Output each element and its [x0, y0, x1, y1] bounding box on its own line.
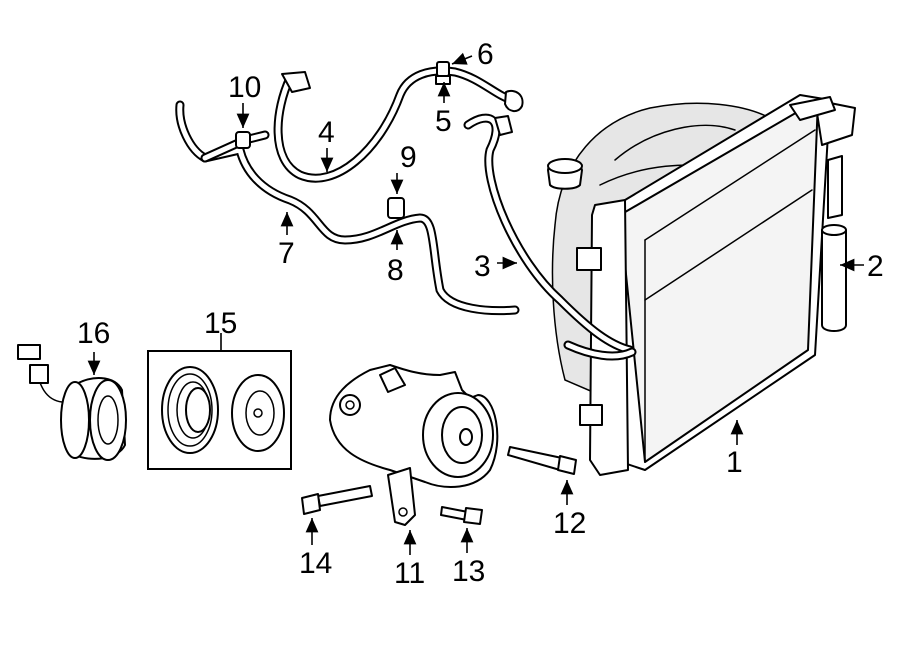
callout-15: 15 — [204, 307, 237, 340]
callout-2: 2 — [867, 250, 884, 283]
callout-1: 1 — [726, 446, 743, 479]
service-valve-caps — [235, 61, 451, 219]
condenser-radiator-assembly — [547, 94, 856, 476]
discharge-line — [175, 100, 520, 316]
bolt-12 — [507, 446, 577, 475]
callout-5: 5 — [435, 105, 452, 138]
clutch-hub-pulley-kit — [147, 350, 292, 470]
bolt-14 — [301, 485, 373, 515]
callout-9: 9 — [400, 141, 417, 174]
receiver-drier — [821, 155, 847, 332]
callout-16: 16 — [77, 317, 110, 350]
callout-7: 7 — [278, 237, 295, 270]
clutch-field-coil — [17, 344, 127, 461]
callout-leaders — [87, 52, 864, 555]
liquid-line — [463, 113, 637, 361]
callout-labels: 1 2 3 4 5 6 7 8 9 10 11 12 13 14 15 16 — [77, 38, 884, 590]
ac-compressor — [329, 364, 499, 526]
callout-12: 12 — [553, 507, 586, 540]
bolt-13 — [440, 506, 483, 525]
callout-13: 13 — [452, 555, 485, 588]
callout-11: 11 — [394, 557, 425, 590]
callout-10: 10 — [228, 71, 261, 104]
suction-hose — [273, 66, 524, 183]
callout-4: 4 — [318, 116, 335, 149]
callout-8: 8 — [387, 254, 404, 287]
callout-14: 14 — [299, 547, 332, 580]
callout-6: 6 — [477, 38, 494, 71]
callout-3: 3 — [474, 250, 491, 283]
